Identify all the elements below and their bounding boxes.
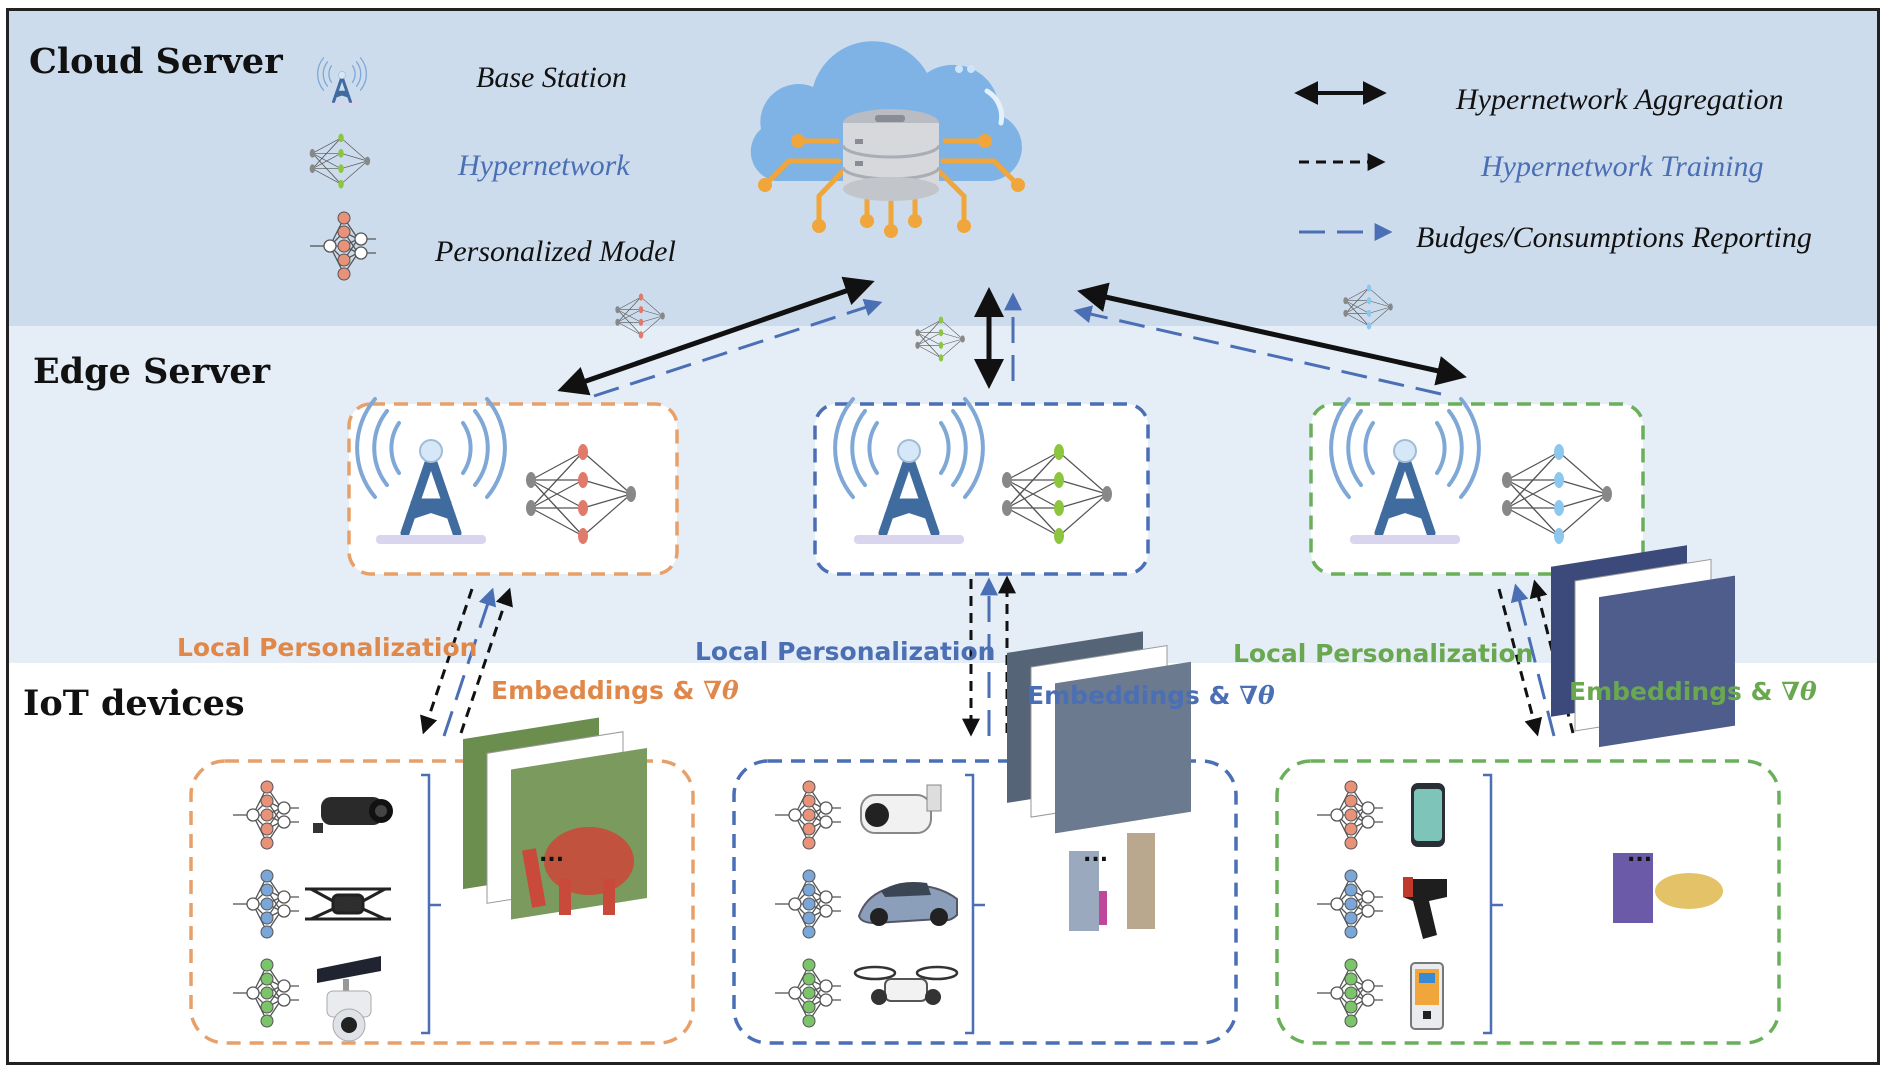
bracket <box>965 773 985 1035</box>
edge-server-title: Edge Server <box>33 351 271 392</box>
image-stack: ... <box>1007 631 1191 931</box>
legend-base-station-icon <box>316 56 368 108</box>
image-stack: ... <box>463 717 647 920</box>
edge-server-blue <box>813 399 1150 576</box>
solar-ptz-camera-icon <box>317 956 381 1042</box>
sports-car-icon <box>857 882 958 926</box>
aggregation-arrow-green <box>1077 282 1467 386</box>
embeddings-label-orange: Embeddings & ∇θ <box>491 676 739 705</box>
floating-hypernetwork-icon-blue <box>1343 284 1394 330</box>
legend-hypernetwork-icon <box>309 133 371 189</box>
diagram-frame: ... <box>6 8 1880 1065</box>
frame-ellipsis: ... <box>1083 842 1108 867</box>
reporting-arrow-up-green <box>1510 583 1556 737</box>
aggregation-arrow-orange <box>557 276 875 396</box>
floating-hypernetwork-icon-orange <box>615 293 666 339</box>
training-arrow-down-green <box>1497 588 1543 737</box>
embeddings-label-green: Embeddings & ∇θ <box>1569 677 1817 706</box>
edge-server-green <box>1309 399 1645 576</box>
local-personalization-label-green: Local Personalization <box>1233 639 1534 668</box>
reporting-arrow-orange <box>593 298 883 398</box>
mini-drone-icon <box>853 965 959 1005</box>
smartphone-icon <box>1411 783 1445 847</box>
image-stack: ... <box>1551 545 1735 923</box>
training-arrow-up-orange <box>459 587 513 734</box>
legend-reporting-label: Budges/Consumptions Reporting <box>1416 221 1812 254</box>
iot-group-orange: ... <box>189 717 695 1045</box>
local-personalization-label-orange: Local Personalization <box>177 633 478 662</box>
legend-personalized-model-label: Personalized Model <box>435 235 676 268</box>
cloud-server-title: Cloud Server <box>29 41 283 82</box>
cloud-database-icon <box>750 41 1025 238</box>
iot-group-green: ... <box>1275 545 1781 1045</box>
barcode-scanner-icon <box>1403 877 1447 939</box>
local-personalization-label-blue: Local Personalization <box>695 637 996 666</box>
legend-training-label: Hypernetwork Training <box>1481 150 1764 183</box>
bracket <box>1483 773 1503 1035</box>
bracket <box>421 773 441 1035</box>
reporting-arrow-up-orange <box>442 587 497 737</box>
edge-server-orange <box>347 399 679 576</box>
legend-hypernetwork-label: Hypernetwork <box>458 149 630 182</box>
iot-group-blue: ... <box>732 631 1238 1045</box>
frame-ellipsis: ... <box>539 842 564 867</box>
bullet-camera-icon <box>313 797 393 833</box>
security-camera-icon <box>860 784 942 834</box>
legend-aggregation-label: Hypernetwork Aggregation <box>1456 83 1784 116</box>
iot-devices-title: IoT devices <box>23 683 245 724</box>
architecture-diagram: ... <box>189 41 1781 1045</box>
drone-icon <box>305 887 391 921</box>
legend-base-station-label: Base Station <box>476 61 627 94</box>
frame-ellipsis: ... <box>1627 842 1652 867</box>
training-arrow-down-orange <box>420 588 474 735</box>
kiosk-terminal-icon <box>1410 962 1444 1030</box>
floating-hypernetwork-icon-green <box>915 316 966 362</box>
embeddings-label-blue: Embeddings & ∇θ <box>1027 681 1275 710</box>
reporting-arrow-green <box>1073 305 1442 396</box>
legend-personalized-model-icon <box>309 211 377 281</box>
